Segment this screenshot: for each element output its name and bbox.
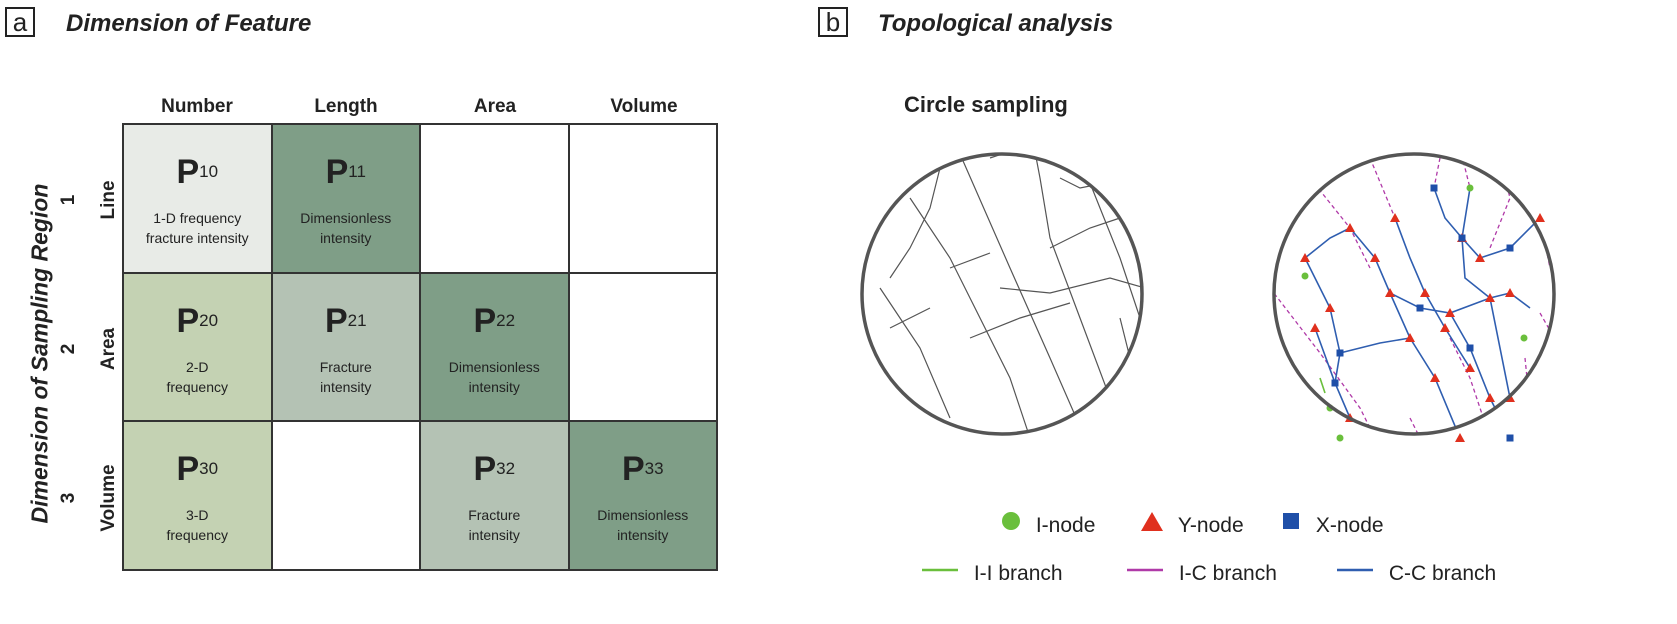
legend-i-node: I-node	[1000, 510, 1095, 538]
column-header-number: Number	[161, 96, 233, 117]
side-axis-title: Dimension of Sampling Region	[26, 183, 53, 524]
i-node-icon	[1002, 512, 1020, 530]
x-node-marker	[1466, 344, 1474, 352]
y-node-marker	[1325, 303, 1335, 312]
x-node-marker	[1336, 349, 1344, 357]
right-sampling-circle	[1272, 152, 1556, 436]
y-node-marker	[1535, 213, 1545, 222]
matrix-cell-empty	[420, 124, 569, 273]
left-sampling-circle	[860, 152, 1144, 436]
column-header-volume: Volume	[610, 96, 678, 117]
x-node-marker	[1506, 244, 1514, 252]
i-node-marker	[1301, 272, 1309, 280]
y-node-marker	[1405, 333, 1415, 342]
row-label-line: Line	[98, 180, 119, 220]
y-node-marker	[1345, 223, 1355, 232]
x-node-icon	[1283, 513, 1299, 529]
x-node-marker	[1416, 304, 1424, 312]
legend-y-node: Y-node	[1140, 510, 1244, 538]
panel-b-title: Topological analysis	[878, 10, 1114, 37]
row-label-area: Area	[98, 327, 119, 371]
cc-branch-line-icon	[1337, 568, 1373, 572]
column-header-length: Length	[314, 96, 378, 117]
panel-a-letter: a	[5, 7, 35, 37]
y-node-marker	[1310, 323, 1320, 332]
panel-a-title: Dimension of Feature	[66, 10, 312, 37]
x-node-marker	[1331, 379, 1339, 387]
y-node-marker	[1370, 253, 1380, 262]
matrix-cell-empty	[271, 421, 420, 570]
row-label-volume: Volume	[98, 464, 119, 532]
y-node-marker	[1505, 288, 1515, 297]
row-number-3: 3	[58, 492, 79, 504]
x-node-marker	[1458, 234, 1466, 242]
y-node-marker	[1485, 393, 1495, 402]
i-node-marker	[1520, 334, 1528, 342]
ic-branch-line-icon	[1127, 568, 1163, 572]
y-node-marker	[1445, 308, 1455, 317]
circle-sampling-figure	[860, 152, 1556, 442]
row-number-1: 1	[58, 194, 79, 206]
legend-x-node: X-node	[1280, 510, 1384, 538]
legend-ii-branch: I-I branch	[920, 560, 1063, 586]
circle-sampling-label: Circle sampling	[904, 92, 1068, 117]
matrix-cell-empty	[568, 124, 717, 273]
i-node-marker	[1466, 184, 1474, 192]
column-header-area: Area	[473, 96, 517, 117]
legend-cc-branch: C-C branch	[1335, 560, 1496, 586]
y-node-marker	[1465, 363, 1475, 372]
x-node-marker	[1506, 434, 1514, 442]
y-node-marker	[1390, 213, 1400, 222]
y-node-marker	[1440, 323, 1450, 332]
matrix-cell-empty	[568, 272, 717, 422]
i-node-marker	[1336, 434, 1344, 442]
y-node-marker	[1455, 433, 1465, 442]
x-node-marker	[1430, 184, 1438, 192]
y-node-marker	[1385, 288, 1395, 297]
legend-ic-branch: I-C branch	[1125, 560, 1277, 586]
y-node-marker	[1475, 253, 1485, 262]
row-number-2: 2	[58, 343, 79, 355]
node-markers	[1300, 184, 1545, 442]
panel-b-letter: b	[818, 7, 848, 37]
y-node-marker	[1430, 373, 1440, 382]
y-node-marker	[1300, 253, 1310, 262]
y-node-icon	[1141, 512, 1163, 531]
ii-branch-line-icon	[922, 568, 958, 572]
y-node-marker	[1485, 293, 1495, 302]
y-node-marker	[1420, 288, 1430, 297]
